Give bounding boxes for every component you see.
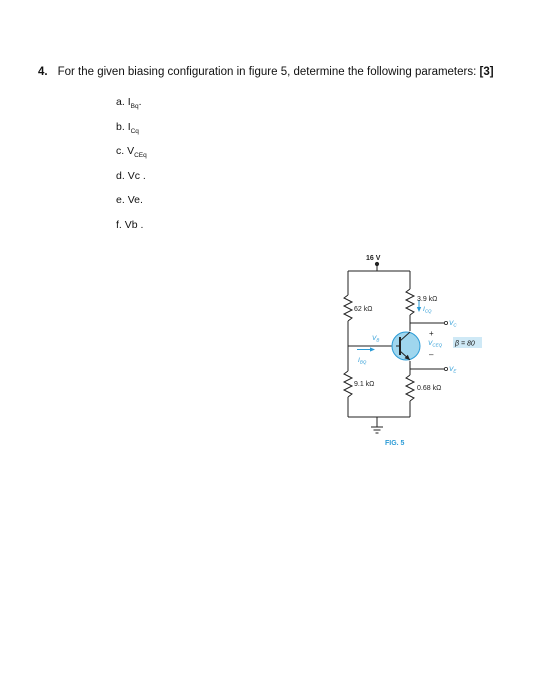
re-label: 0.68 kΩ xyxy=(417,385,441,392)
supply-label: 16 V xyxy=(366,255,381,262)
re-resistor xyxy=(404,374,416,402)
r1-label: 62 kΩ xyxy=(354,306,372,313)
question-number: 4. xyxy=(38,66,48,78)
part-d: d. Vc . xyxy=(116,169,146,182)
r2-label: 9.1 kΩ xyxy=(354,381,374,388)
figure-caption: FIG. 5 xyxy=(385,440,405,447)
ground-icon xyxy=(371,426,383,434)
transistor-icon xyxy=(391,331,421,361)
part-a: a. IBq. xyxy=(116,96,142,111)
beta-label: β = 80 xyxy=(454,341,475,348)
minus-sign: – xyxy=(429,350,434,359)
r1-resistor xyxy=(342,294,354,322)
icq-label: ICQ xyxy=(423,306,432,314)
parts-list: a. IBq. b. ICq c. VCEq d. Vc . e. Ve. f.… xyxy=(116,96,147,244)
question: 4. For the given biasing configuration in… xyxy=(38,66,494,78)
question-marks: [3] xyxy=(479,66,494,78)
vc-label: VC xyxy=(449,320,457,328)
ve-label: VE xyxy=(449,366,457,374)
vceq-label: VCEQ xyxy=(428,340,443,348)
ibq-arrow-icon xyxy=(357,347,375,352)
r2-resistor xyxy=(342,370,354,398)
circuit-figure: β = 80 16 V 62 kΩ 9.1 kΩ 3.9 kΩ 0.68 kΩ … xyxy=(330,245,500,460)
icq-arrow-icon xyxy=(416,300,422,312)
part-f: f. Vb . xyxy=(116,218,144,231)
part-e: e. Ve. xyxy=(116,194,143,207)
part-b: b. ICq xyxy=(116,120,139,135)
supply-terminal xyxy=(374,261,380,267)
circuit-diagram: β = 80 16 V 62 kΩ 9.1 kΩ 3.9 kΩ 0.68 kΩ … xyxy=(342,255,482,447)
question-text: For the given biasing configuration in f… xyxy=(57,66,477,78)
vb-label: VB xyxy=(372,335,379,343)
beta-box xyxy=(453,337,482,348)
rc-resistor xyxy=(404,288,416,316)
part-c: c. VCEq xyxy=(116,145,147,160)
plus-sign: + xyxy=(429,329,434,338)
ve-terminal xyxy=(444,367,449,372)
vc-terminal xyxy=(444,321,449,326)
ibq-label: IBQ xyxy=(358,357,367,365)
rc-label: 3.9 kΩ xyxy=(417,296,437,303)
